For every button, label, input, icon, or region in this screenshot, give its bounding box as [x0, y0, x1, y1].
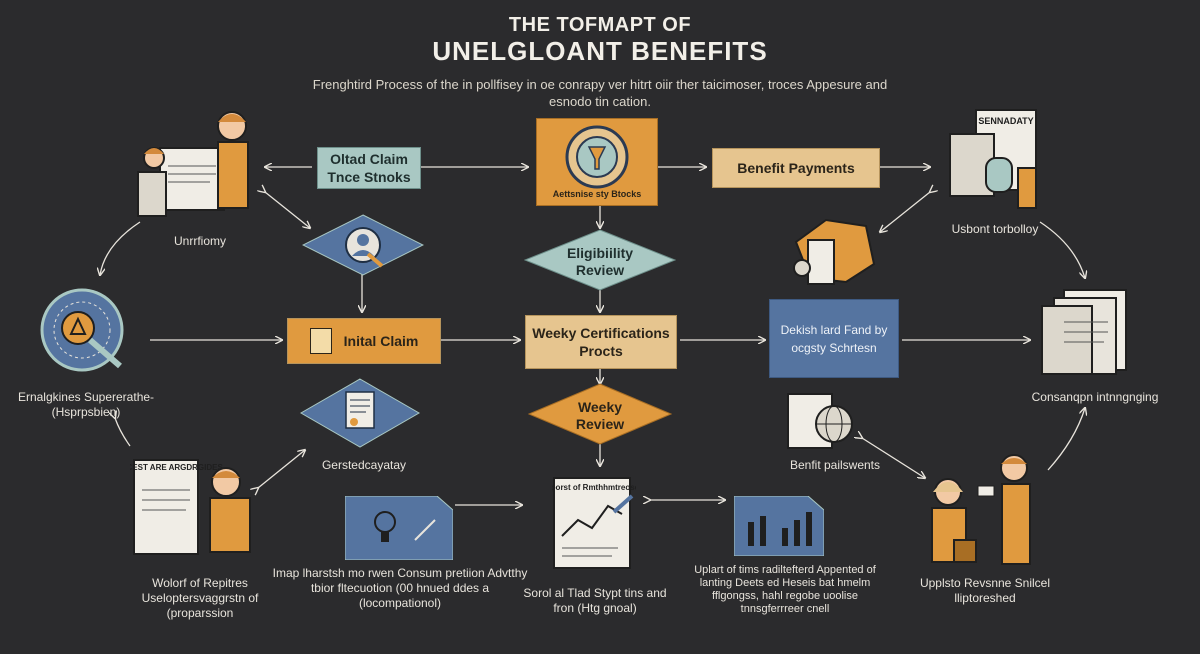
label-unrrfiomy: Unrrfiomy	[173, 234, 226, 248]
initial-claim-box[interactable]: Inital Claim	[287, 318, 441, 364]
weekly-certifications-box[interactable]: Weeky Certifications Procts	[525, 315, 677, 369]
documents-illustration: SENNADATY	[949, 109, 1037, 209]
sennadaty-text: SENNADATY	[978, 116, 1033, 126]
arrow-curve-top-left	[100, 221, 141, 275]
label-upplrt: Uplart of tims radiltefterd Appented of …	[694, 564, 876, 615]
report-header-text: Reporst of Rmthhmtreoses	[552, 483, 636, 492]
people-illustration	[931, 454, 1031, 565]
proced-text: PROCEST ARE ARGDRGIDES	[130, 463, 223, 472]
label-usbont: Usbont torbolloy	[951, 222, 1039, 236]
benefit-payments-box[interactable]: Benefit Payments	[712, 148, 880, 188]
dekish-fand-box[interactable]: Dekish lard Fand by ocgsty Schrtesn	[769, 299, 899, 378]
arrow-right-people	[862, 438, 925, 478]
clipboard-icon	[309, 328, 332, 354]
arrow-person-to-diamond2	[258, 450, 305, 488]
weekly-review-diamond[interactable]: Weeky Review	[528, 383, 672, 445]
label-gerstedcayay: Gerstedcayatay	[321, 458, 407, 472]
idea-chart-panel	[345, 496, 453, 560]
arrow-curve-right-up	[1047, 408, 1085, 471]
claimant-person-illustration	[137, 111, 249, 217]
label-benifit: Benfit pailswents	[789, 458, 881, 472]
label-imap: Imap lharstsh mo rwen Consum pretiion Ad…	[272, 566, 528, 610]
label-sorol: Sorol al Tlad Stypt tins and fron (Htg g…	[523, 586, 667, 615]
weekly-review-line1: Weeky	[578, 399, 622, 415]
label-consamp: Consanqpn intnngnging	[1031, 390, 1159, 404]
bar-chart-panel	[734, 496, 824, 556]
title-line2: UNELGLOANT BENEFITS	[432, 36, 768, 66]
document-stack-illustration	[1041, 289, 1127, 375]
document-diamond[interactable]	[300, 378, 420, 448]
eligibility-line1: Eligibiility	[567, 245, 633, 261]
arrow-right-doc-to-puzzle	[880, 192, 930, 232]
supervisor-seal-icon	[40, 288, 124, 372]
user-diamond[interactable]	[302, 214, 424, 276]
arrow-curve-left-down	[115, 418, 131, 447]
initial-claim-label: Inital Claim	[343, 333, 419, 349]
eligibility-line2: Review	[576, 262, 624, 278]
oltad-claim-box[interactable]: Oltad Claim Tnce Stnoks	[317, 147, 421, 189]
label-ernalgkines: Ernalgkines Supererathe- (Hsprpsbien)	[17, 390, 155, 419]
reviewer-person-illustration: PROCEST ARE ARGDRGIDES	[130, 459, 251, 555]
label-wolorf: Wolorf of Repitres Useloptersvaggrstn of…	[141, 576, 259, 620]
subtitle: Frenghtird Process of the in pollfisey i…	[312, 77, 888, 109]
title-line1: THE TOFMAPT OF	[508, 14, 692, 36]
center-badge-label: Aettsnise sty Btocks	[552, 189, 642, 199]
puzzle-illustration	[793, 218, 876, 285]
weekly-review-line2: Review	[576, 416, 624, 432]
label-upplsto: Upplsto Revsnne Snilcel lliptoreshed	[919, 576, 1051, 605]
globe-document-illustration	[787, 393, 853, 449]
seal-icon	[565, 125, 629, 189]
eligibility-diamond[interactable]: Eligibiility Review	[524, 229, 676, 291]
report-document: Reporst of Rmthhmtreoses	[552, 477, 636, 569]
center-badge[interactable]: Aettsnise sty Btocks	[536, 118, 658, 206]
arrow-curve-right-top	[1039, 221, 1085, 278]
arrow-person-diamond	[265, 192, 310, 228]
